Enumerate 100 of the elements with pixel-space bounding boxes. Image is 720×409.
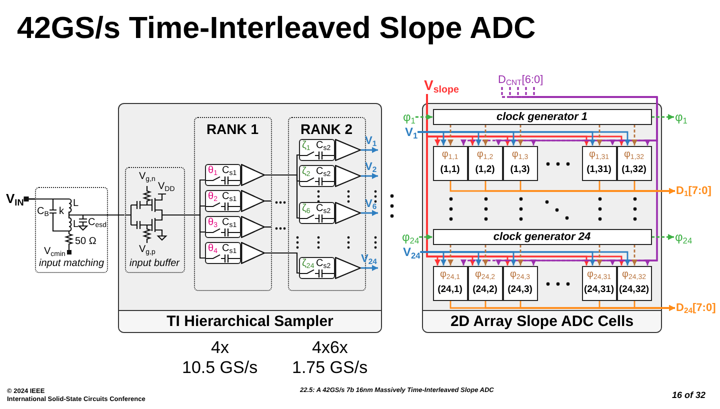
clock-phase-label: φ$_{24,32}$ [622, 268, 646, 280]
page-number: 16 of 32 [672, 390, 706, 401]
edge-label: V$_{6}$ [365, 198, 377, 211]
capacitor-label: C$_{s1}$ [222, 243, 237, 254]
arrow [652, 114, 674, 120]
arrow [420, 251, 630, 266]
sampler-cell [299, 202, 335, 224]
clock-phase-label: φ$_{24,2}$ [474, 268, 496, 280]
rate-label: 10.5 GS/s [182, 358, 258, 378]
capacitor-label: C$_{s1}$ [222, 165, 237, 176]
clock-phase-label: φ$_{1,31}$ [588, 148, 610, 160]
wire [184, 214, 205, 259]
adc-cell [616, 266, 652, 300]
capacitor-label: C$_{s2}$ [316, 166, 331, 177]
block-panel [118, 103, 382, 333]
amplifier-symbol [335, 202, 361, 224]
clock-phase-label: φ$_{1,32}$ [624, 148, 644, 160]
clock-generator-box: clock generator 24 [432, 228, 652, 244]
arrow [652, 234, 674, 240]
adc-cell [582, 266, 616, 300]
cell-index: (1,3) [510, 164, 530, 176]
clock-generator-box: clock generator 1 [432, 108, 652, 124]
cell-index: (24,32) [618, 284, 650, 296]
edge-label: V$_{1}$ [365, 135, 377, 148]
adc-cell [432, 266, 468, 300]
cell-index: (24,1) [438, 284, 462, 296]
wire [24, 196, 35, 202]
arrow [482, 124, 488, 146]
cell-index: (24,31) [584, 284, 614, 296]
adc-cell [432, 146, 468, 180]
amplifier-symbol [241, 242, 265, 264]
cell-index: (1,1) [440, 164, 460, 176]
arrow [634, 300, 675, 311]
component-label: L [73, 198, 79, 210]
signal-label: φ$_{1}$ [403, 110, 416, 124]
adc-cell [502, 146, 538, 180]
amplifier-symbol [241, 216, 265, 238]
cell-index: (24,3) [508, 284, 532, 296]
signal-label: D$_{1}$[7:0] [676, 184, 712, 198]
signal-label: V$_{24}$ [403, 245, 420, 259]
edge-label: V$_{24}$ [361, 253, 377, 266]
wire [108, 214, 124, 216]
component-label: C$_{B}$ [37, 206, 49, 218]
component-label: L [73, 219, 79, 231]
wire [265, 226, 271, 228]
sampler-cell [299, 139, 335, 161]
block-panel [422, 103, 662, 333]
signal-label: φ$_{24}$ [675, 230, 692, 244]
adc-cell [582, 146, 616, 180]
amplifier-symbol [335, 165, 361, 187]
arrow [518, 124, 524, 146]
component-label: V$_{g,p}$ [139, 244, 156, 256]
edge-label: V$_{2}$ [365, 161, 377, 174]
cell-index: (1,32) [622, 164, 646, 176]
arrow [361, 210, 378, 216]
clock-phase-label: φ$_{1,2}$ [476, 148, 494, 160]
clock-phase-label: φ$_{24,3}$ [510, 268, 530, 280]
capacitor-label: C$_{s2}$ [316, 258, 331, 269]
adc-cell [468, 266, 502, 300]
arrow [632, 124, 638, 146]
sampler-cell [205, 190, 241, 212]
group-title: RANK 2 [300, 120, 353, 136]
component-label: 50 Ω [75, 236, 96, 248]
wire [265, 252, 299, 274]
panel-title: TI Hierarchical Sampler [119, 310, 381, 332]
group-caption: input buffer [129, 258, 180, 270]
arrow [361, 173, 378, 179]
amplifier-symbol [335, 257, 361, 279]
amplifier-symbol [241, 164, 265, 186]
component-label: V$_{DD}$ [158, 181, 175, 193]
phase-label: ζ$_{6}$ [302, 203, 310, 214]
cell-index: (24,2) [472, 284, 498, 296]
adc-cell [468, 146, 502, 180]
signal-label: φ$_{24}$ [402, 230, 420, 244]
arrow [632, 244, 638, 266]
signal-label: φ$_{1}$ [675, 110, 688, 124]
arrow [415, 114, 432, 120]
sampler-cell [299, 257, 335, 279]
panel-title: 2D Array Slope ADC Cells [423, 310, 661, 332]
clock-phase-label: φ$_{24,1}$ [440, 268, 460, 280]
phase-label: θ$_{4}$ [208, 243, 218, 254]
slide-title: 42GS/s Time-Interleaved Slope ADC [17, 11, 536, 46]
wire [265, 200, 271, 202]
arrow [596, 244, 602, 266]
arrow [418, 131, 630, 146]
clock-phase-label: φ$_{24,31}$ [587, 268, 611, 280]
sampler-cell [205, 164, 241, 186]
signal-label: V$_{IN}$ [6, 192, 24, 206]
phase-label: θ$_{3}$ [208, 217, 218, 228]
arrow [634, 180, 675, 194]
arrow [361, 147, 378, 153]
dotted-group-box [194, 116, 272, 290]
signal-label: V$_{slope}$ [424, 76, 459, 94]
component-label: C$_{esd}$ [88, 217, 107, 229]
sampler-cell [205, 216, 241, 238]
signal-label: D$_{CNT}$[6:0] [498, 73, 544, 87]
cell-index: (1,2) [475, 164, 495, 176]
signal-label: V$_{1}$ [405, 125, 418, 139]
adc-cell [616, 146, 652, 180]
group-caption: input matching [38, 258, 104, 270]
